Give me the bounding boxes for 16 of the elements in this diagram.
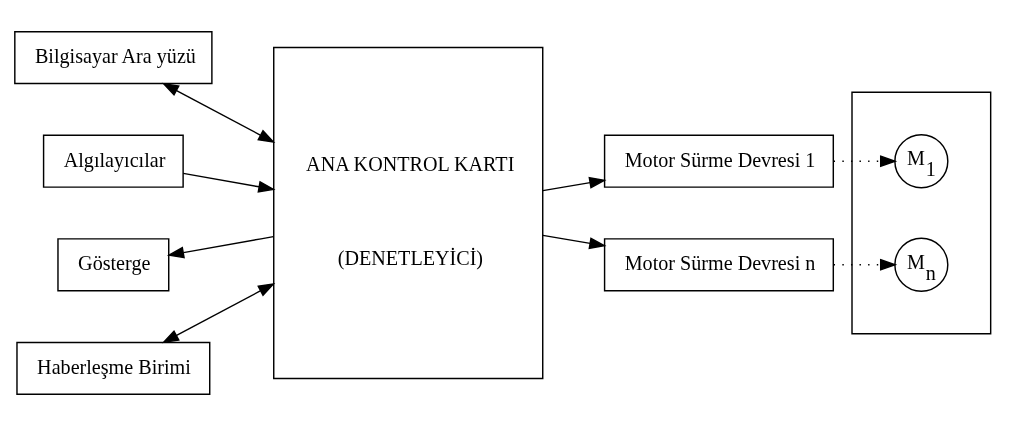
node-box: Bilgisayar Ara yüzü	[14, 31, 213, 85]
arrow	[542, 176, 607, 192]
arrow	[542, 234, 607, 250]
node-box: Motor Sürme Devresi n	[603, 238, 834, 292]
cluster	[851, 91, 992, 335]
node-box: Motor Sürme Devresi 1	[603, 134, 834, 188]
node-box: Algılayıcılar	[42, 134, 184, 188]
arrow	[832, 258, 898, 271]
node-box: Haberleşme Birimi	[16, 341, 211, 395]
arrow	[161, 82, 276, 144]
node-box: ANA KONTROL KARTI (DENETLEYİCİ)	[273, 46, 544, 380]
arrow	[161, 282, 276, 344]
arrow	[166, 235, 275, 259]
arrow	[832, 155, 898, 168]
arrow	[182, 172, 276, 193]
node-box: Gösterge	[57, 238, 170, 292]
